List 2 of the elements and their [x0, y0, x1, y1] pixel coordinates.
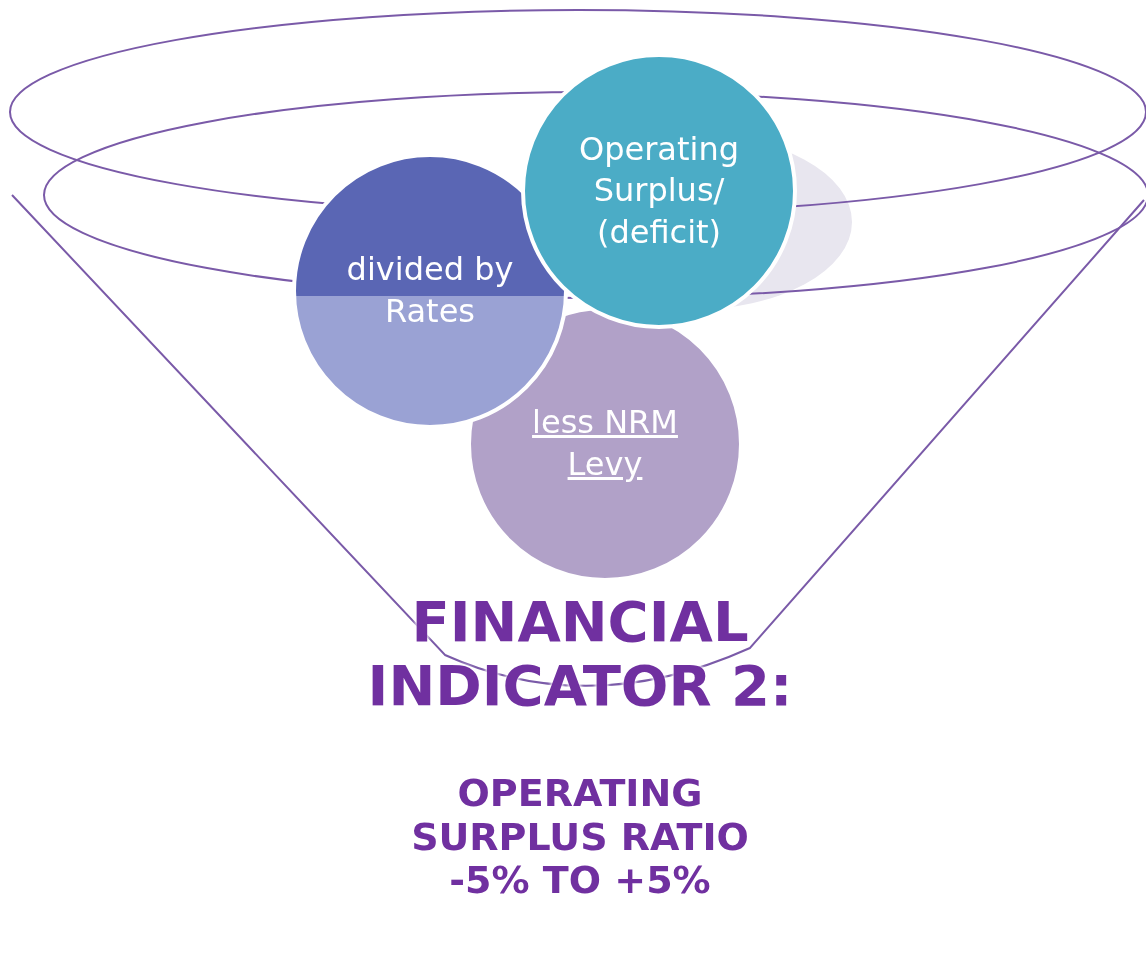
subheading: OPERATING SURPLUS RATIO -5% TO +5% — [410, 772, 750, 904]
heading: FINANCIAL INDICATOR 2: — [366, 590, 794, 719]
